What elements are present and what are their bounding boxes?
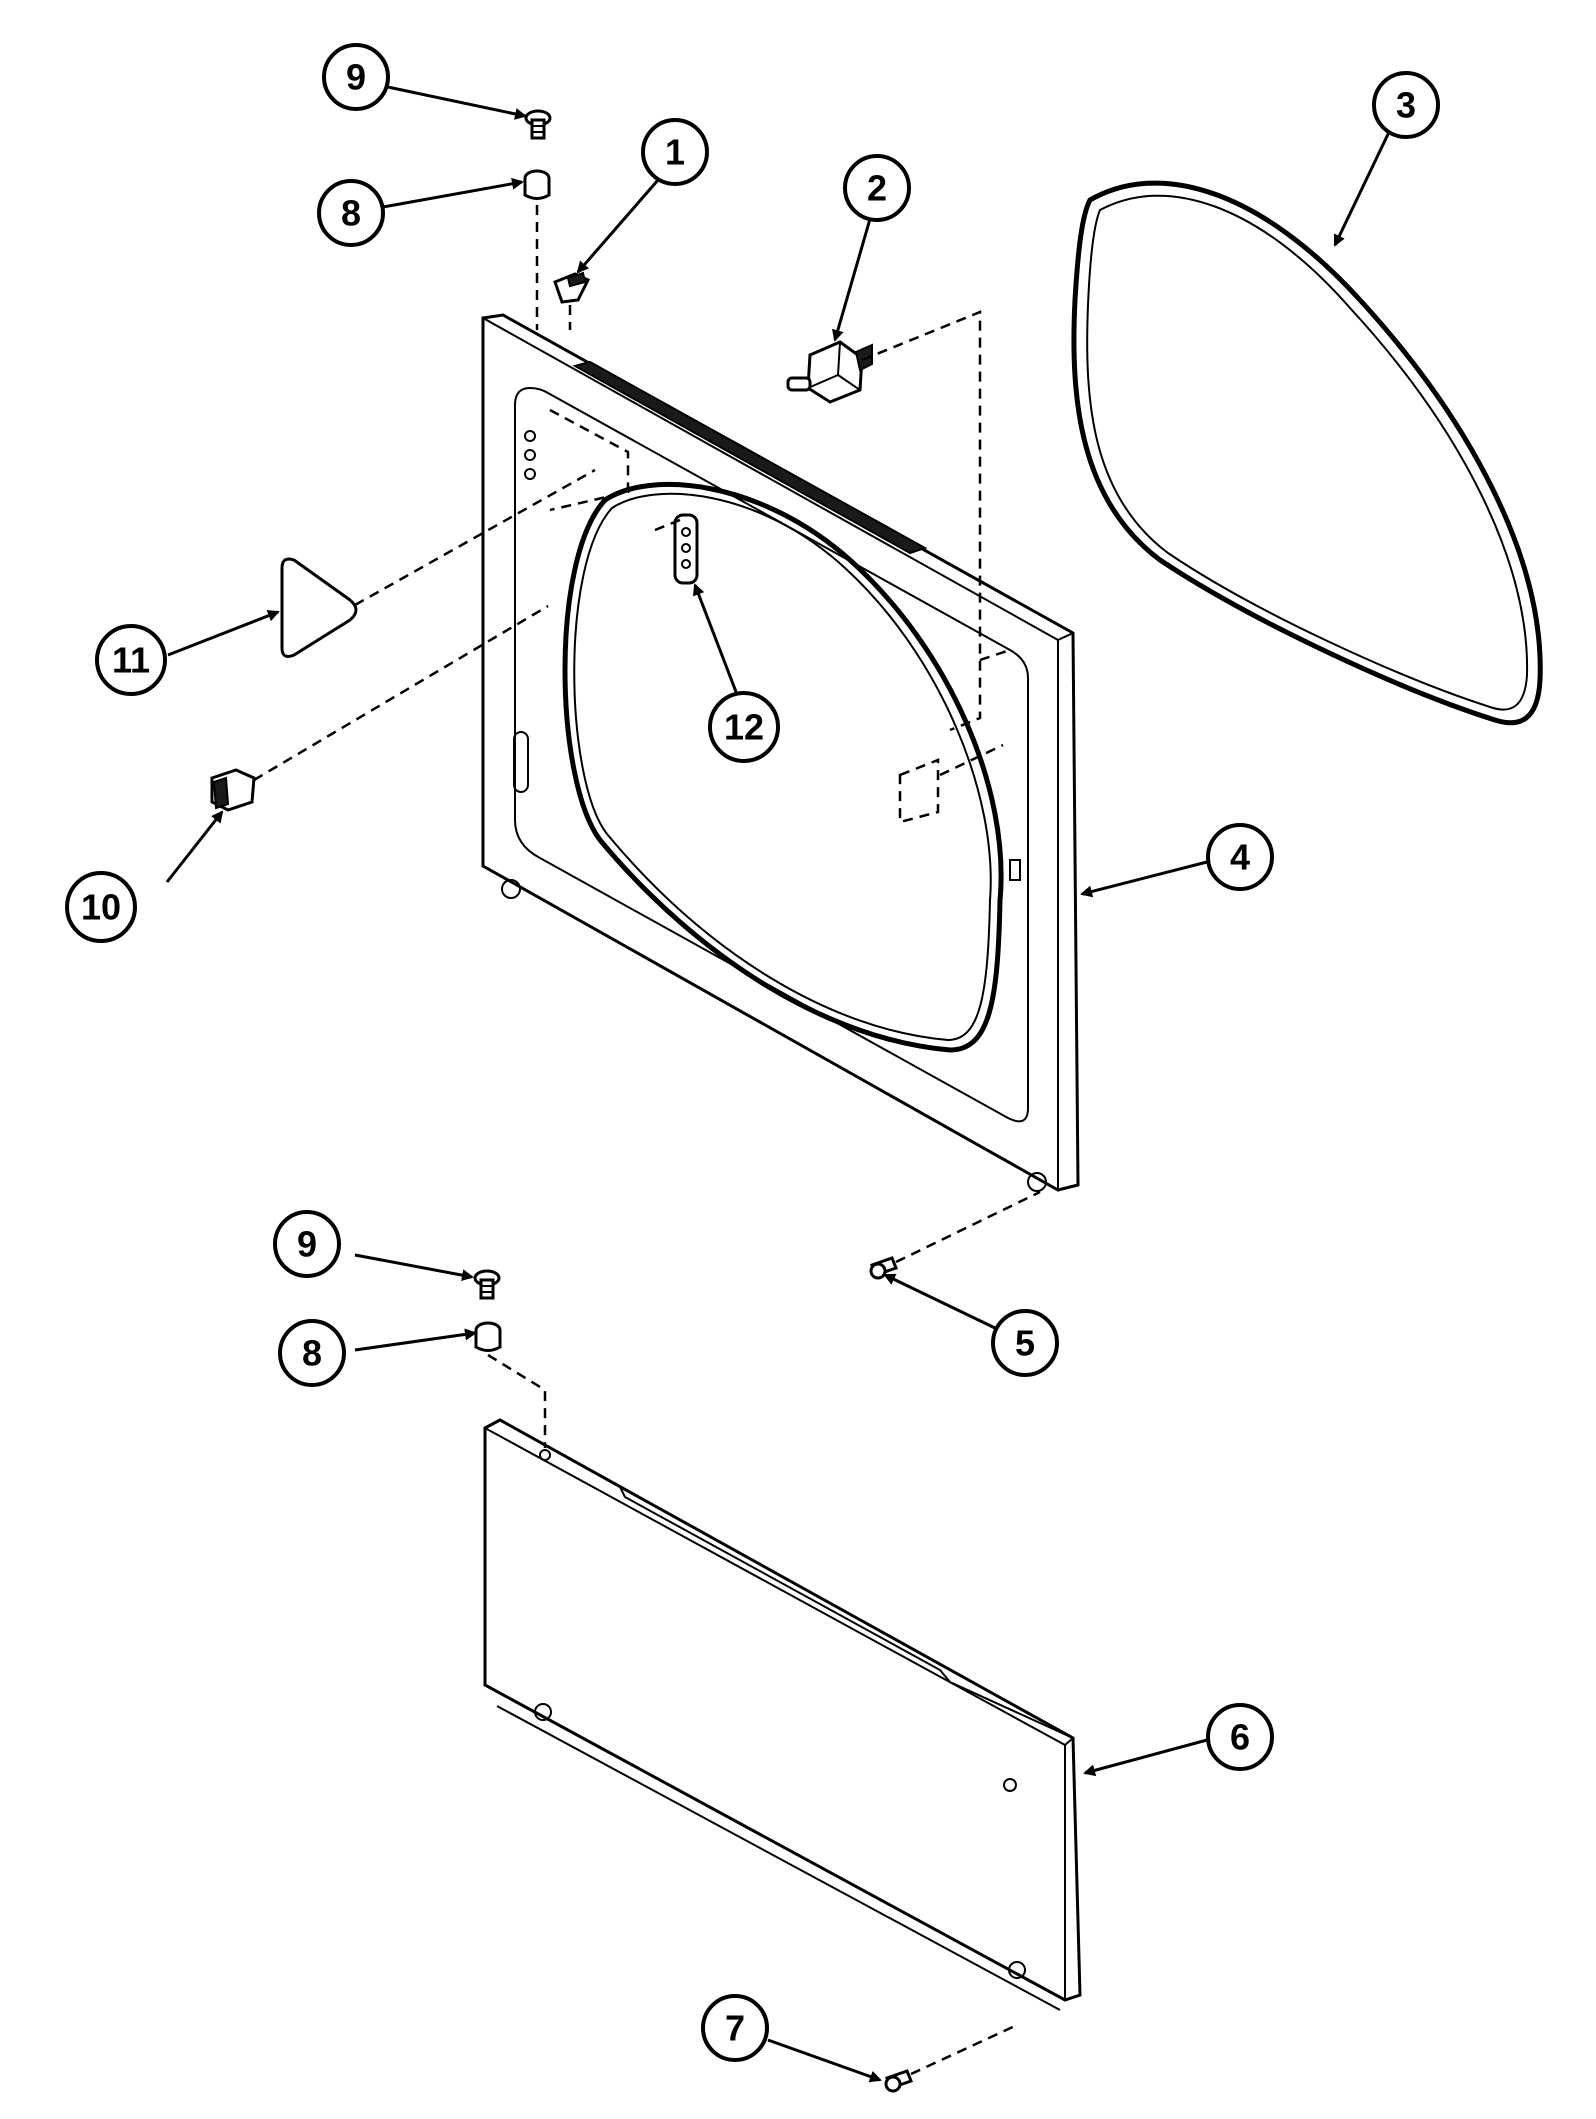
callout-label: 11: [112, 640, 150, 681]
bushing-top: [523, 169, 551, 200]
push-button: [210, 768, 256, 812]
callout-label: 9: [297, 1224, 317, 1265]
triangle-label: [280, 557, 358, 658]
callout-7: 7: [701, 1994, 769, 2062]
door-switch: [786, 340, 873, 404]
callout-8-top: 8: [317, 179, 385, 247]
door-seal: [1071, 180, 1543, 726]
callout-9-bottom: 9: [273, 1210, 341, 1278]
callout-1: 1: [641, 118, 709, 186]
callout-12: 12: [708, 691, 780, 763]
callout-label: 3: [1396, 85, 1416, 126]
callout-label: 8: [341, 193, 361, 234]
callout-label: 9: [346, 57, 366, 98]
callout-11: 11: [95, 624, 167, 696]
callout-2: 2: [843, 154, 911, 222]
callout-label: 12: [724, 707, 764, 748]
callout-4: 4: [1206, 823, 1274, 891]
callout-label: 4: [1230, 837, 1250, 878]
screw-panel: [869, 1256, 898, 1280]
callout-10: 10: [65, 871, 137, 943]
callout-label: 2: [867, 168, 887, 209]
screw-top: [524, 109, 552, 140]
callout-6: 6: [1206, 1703, 1274, 1771]
callout-label: 5: [1015, 1323, 1035, 1364]
front-panel: [481, 313, 1080, 1192]
callout-5: 5: [991, 1309, 1059, 1377]
screw-bottom: [473, 1269, 501, 1300]
kick-panel: [483, 1418, 1082, 2011]
callout-label: 7: [725, 2008, 745, 2049]
callout-label: 10: [81, 887, 121, 928]
callout-8-bottom: 8: [278, 1319, 346, 1387]
screw-kick: [884, 2069, 913, 2093]
callout-label: 8: [302, 1333, 322, 1374]
callout-9-top: 9: [322, 43, 390, 111]
leader-arrows: [165, 84, 1392, 2083]
callout-label: 6: [1230, 1717, 1250, 1758]
callout-label: 1: [665, 132, 685, 173]
callout-3: 3: [1372, 71, 1440, 139]
bushing-bottom: [474, 1321, 502, 1352]
assembly-lines: [253, 205, 1041, 2076]
door-switch-clip: [553, 271, 591, 304]
